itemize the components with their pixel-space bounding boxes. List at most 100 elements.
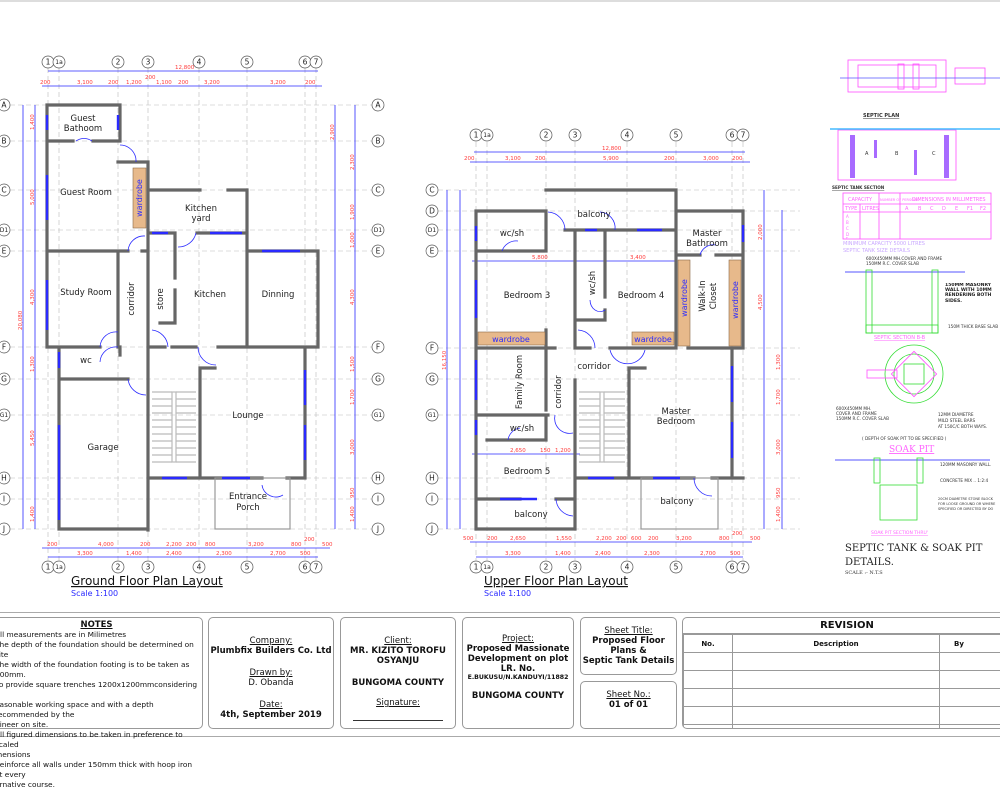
septic-details: SEPTIC PLAN A B C SEPTIC TANK SECTION CA… — [830, 60, 1000, 576]
minimum-capacity-note: MINIMUM CAPACITY 5000 LITRES — [843, 241, 925, 247]
ground-floor-scale: Scale 1:100 — [71, 589, 118, 598]
septic-details-scale: SCALE :- N.T.S — [845, 570, 883, 576]
table-header: F1 — [967, 206, 973, 212]
annotation: 150MM R.C. COVER SLAB — [836, 416, 889, 421]
soak-pit-title: SOAK PIT — [889, 445, 934, 455]
table-header: D — [942, 206, 946, 212]
dimension-text: 2,300 — [644, 551, 660, 557]
wardrobe-label: wardrobe — [634, 335, 672, 344]
room-label: Lounge — [232, 411, 263, 421]
table-cell: B — [846, 220, 849, 225]
room-label: corridor — [127, 282, 137, 316]
note-line: so provide square trenches 1200x1200mmco… — [0, 680, 198, 700]
dimension-text: 200 — [732, 156, 743, 162]
grid-bubble-label: 3 — [573, 131, 578, 140]
dimension-text: 200 — [648, 536, 659, 542]
grid-bubble-label: F — [376, 343, 380, 352]
dimension-text: 200 — [145, 75, 156, 81]
upper-floor-title: Upper Floor Plan Layout — [484, 574, 628, 588]
dimension-text: 3,000 — [703, 156, 719, 162]
room-label: Bedroom 5 — [504, 467, 551, 477]
room-label: wc — [80, 356, 92, 366]
grid-bubble-label: 3 — [146, 563, 151, 572]
dimension-text: 3,000 — [350, 439, 356, 455]
grid-bubble-label: G — [1, 375, 7, 384]
notes-heading: NOTES — [0, 620, 198, 630]
dimension-text: 500 — [322, 542, 333, 548]
dimension-text: 1,400 — [126, 551, 142, 557]
drawn-by-label: Drawn by: — [209, 668, 333, 678]
annotation: MILD STEEL BARS — [938, 418, 976, 423]
dimension-text: 500 — [730, 551, 741, 557]
dimension-text: 1,200 — [555, 448, 571, 454]
grid-bubble-label: B — [375, 137, 380, 146]
grid-bubble-label: G — [429, 375, 435, 384]
dimension-text: 1,400 — [555, 551, 571, 557]
dimension-text: 1,700 — [776, 389, 782, 405]
dimension-text: 2,650 — [510, 536, 526, 542]
table-header: A — [905, 206, 909, 212]
dimension-text: 500 — [750, 536, 761, 542]
grid-bubble-label: D — [429, 207, 435, 216]
dimension-text: 3,400 — [630, 255, 646, 261]
room-label: balcony — [660, 497, 693, 507]
grid-bubble-label: H — [375, 474, 381, 483]
dimension-text: 500 — [300, 551, 311, 557]
grid-bubble-label: 1 — [474, 131, 479, 140]
annotation: ( DEPTH OF SOAK PIT TO BE SPECIFIED ) — [862, 436, 947, 441]
dimension-text: 3,300 — [77, 551, 93, 557]
wall-note-wrapper: 150MM MASONRY WALL WITH 10MM RENDERING B… — [945, 283, 1000, 303]
note-line: mensions — [0, 750, 198, 760]
dimension-text: 3,300 — [505, 551, 521, 557]
grid-bubble-label: 1a — [483, 132, 491, 139]
septic-section-title: SEPTIC TANK SECTION — [832, 185, 885, 190]
dimension-text: 3,200 — [248, 542, 264, 548]
ground-floor-title: Ground Floor Plan Layout — [71, 574, 223, 588]
chamber-label: B — [895, 151, 899, 157]
room-label: corridor — [577, 362, 611, 372]
stair-well — [600, 392, 604, 462]
revision-row — [684, 725, 1000, 730]
dimension-text: 4,500 — [758, 294, 764, 310]
grid-bubble-label: 4 — [197, 58, 202, 67]
section-title: SEPTIC SECTION B-B — [874, 335, 926, 341]
grid-bubble-label: H — [429, 474, 435, 483]
note-line: All measurements are in Milimetres — [0, 630, 198, 640]
company-name: Plumbfix Builders Co. Ltd — [209, 646, 333, 656]
annotation: SPECIFIED OR DIRECTED BY DO — [938, 507, 994, 511]
room-label: Bedroom — [657, 417, 695, 427]
dimension-text: 200 — [616, 536, 627, 542]
signature-line — [353, 720, 443, 721]
table-header: E — [955, 206, 958, 212]
grid-bubble-label: 6 — [303, 563, 308, 572]
grid-bubble-label: 5 — [245, 563, 250, 572]
date-value: 4th, September 2019 — [209, 710, 333, 720]
dimension-text: 200 — [178, 80, 189, 86]
dimension-text: 3,200 — [676, 536, 692, 542]
dimension-text: 3,100 — [505, 156, 521, 162]
room-label: Master — [692, 229, 722, 239]
annotation: CONCRETE MIX .. 1:2:4 — [940, 478, 989, 483]
dimension-text: 5,450 — [30, 430, 36, 446]
revision-header: No. — [684, 635, 733, 653]
grid-bubble-label: 5 — [674, 563, 679, 572]
annotation: 20CM DIAMETRE STONE BLOCK — [938, 497, 994, 501]
grid-bubble-label: 7 — [314, 563, 319, 572]
wardrobe-label: wardrobe — [731, 281, 740, 319]
revision-title: REVISION — [683, 618, 1000, 634]
client-label: Client: — [341, 636, 455, 646]
dimension-text: 200 — [186, 542, 197, 548]
project-line: Development on plot — [463, 654, 573, 664]
dimension-text: 150 — [540, 448, 551, 454]
grid-bubble-label: 2 — [116, 563, 121, 572]
grid-bubble-label: 5 — [674, 131, 679, 140]
room-label: balcony — [577, 210, 610, 220]
grid-bubble-label: E — [2, 247, 7, 256]
client-name: OSYANJU — [341, 656, 455, 666]
septic-details-title: SEPTIC TANK & SOAK PIT — [845, 543, 983, 554]
note-line: The depth of the foundation should be de… — [0, 640, 198, 660]
dimension-text: 16,150 — [442, 350, 448, 370]
soak-pit-section-drawing — [874, 458, 880, 483]
dimension-text: 1,400 — [30, 506, 36, 522]
grid-bubble-label: 2 — [544, 563, 549, 572]
